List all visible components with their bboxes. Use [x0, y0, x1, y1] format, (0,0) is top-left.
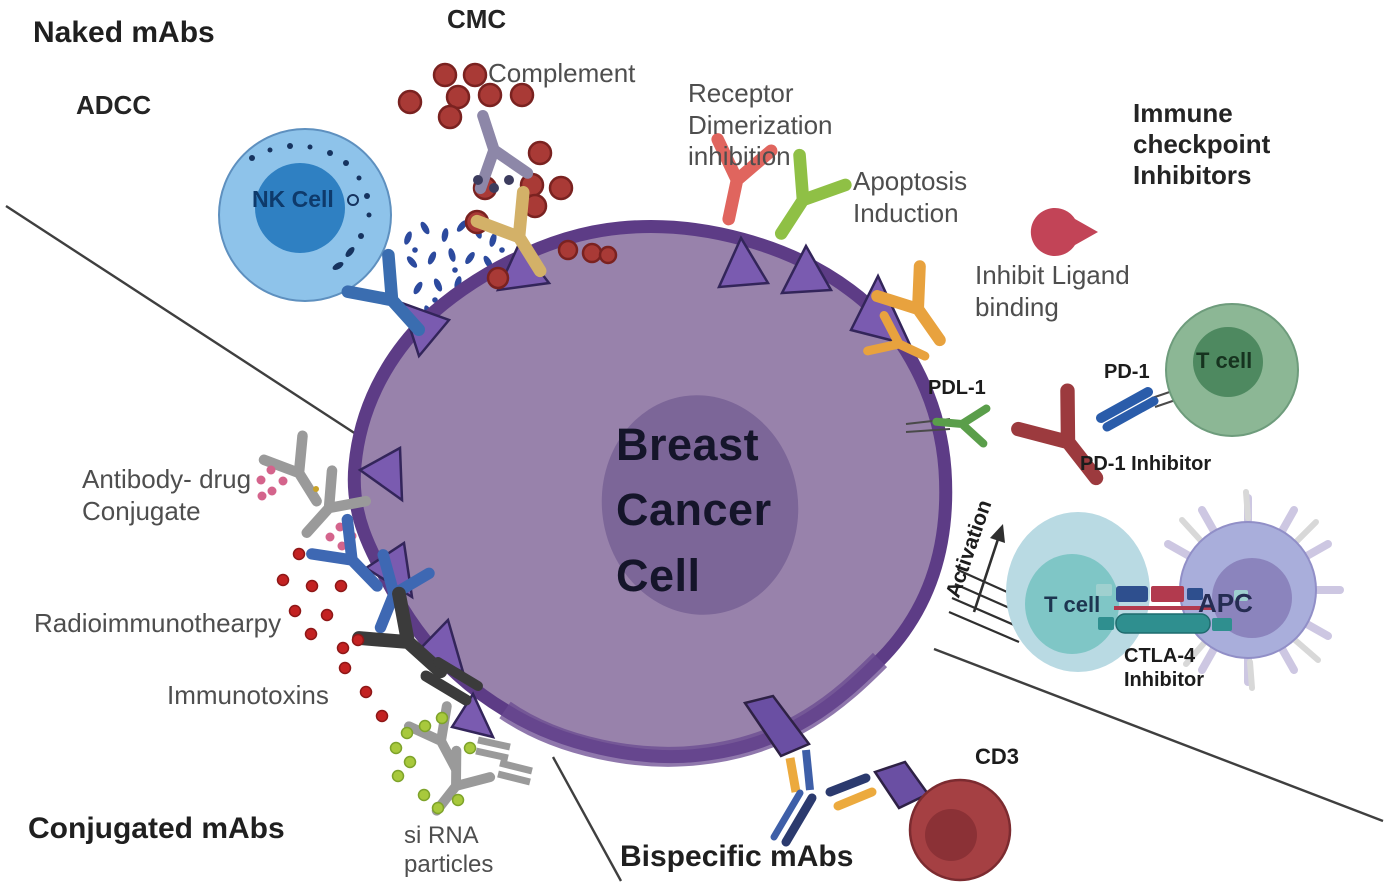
- spike-apoptosis: [779, 243, 834, 295]
- pd1-receptor-bar: [1096, 387, 1153, 423]
- divider-naked-conjugated: [5, 204, 360, 438]
- label-receptor-dimerization: Receptor Dimerization inhibition: [688, 78, 833, 172]
- label-apoptosis-induction: Apoptosis Induction: [853, 166, 968, 228]
- label-apc: APC: [1198, 588, 1253, 618]
- heading-cmc: CMC: [447, 4, 507, 34]
- label-inhibit-ligand: Inhibit Ligand binding: [975, 260, 1130, 322]
- region-divider-lines: [5, 204, 1384, 882]
- label-ctla4-inhibitor: CTLA-4 Inhibitor: [1124, 645, 1204, 691]
- heading-conjugated-mabs: Conjugated mAbs: [28, 812, 285, 845]
- cmc-complement-pods: [473, 175, 514, 193]
- pd1-complex: [1018, 382, 1200, 498]
- divider-conjugated-bispecific: [551, 756, 623, 882]
- pd1-inhibitor-antibody-icon: [1018, 391, 1120, 498]
- spike-adc: [357, 445, 404, 503]
- label-sirna-particles: si RNA particles: [404, 822, 494, 878]
- pd1-receptor-bar2: [1102, 396, 1159, 432]
- t-cell-checkpoint-shape: [1165, 303, 1299, 437]
- heading-adcc: ADCC: [76, 90, 152, 120]
- label-radioimmunotherapy: Radioimmunothearpy: [34, 608, 282, 638]
- bispecific-tumor-receptor: [742, 694, 811, 758]
- label-t-cell-activation: T cell: [1044, 592, 1101, 617]
- t-cell-activation-shape: [1006, 512, 1150, 672]
- sirna-fragment-bars: [475, 736, 533, 786]
- activation-arrowhead-icon: [990, 524, 1005, 543]
- label-t-cell-checkpoint: T cell: [1196, 348, 1253, 373]
- ctla4-inhibitor-bar: [1115, 613, 1211, 634]
- label-nk-cell: NK Cell: [252, 186, 334, 212]
- spike-sirna: [450, 691, 496, 739]
- label-breast-cancer-cell: Breast Cancer Cell: [616, 419, 772, 601]
- immunotoxins-group: [338, 594, 483, 723]
- heading-bispecific-mabs: Bispecific mAbs: [620, 840, 854, 873]
- nk-granule-speckles: [249, 143, 372, 270]
- label-complement: Complement: [488, 58, 636, 88]
- synapse-red-bar: [1151, 586, 1184, 602]
- synapse-blue-bar: [1116, 586, 1148, 602]
- nk-cell-shape: [218, 128, 392, 302]
- sirna-antibody2-icon: [420, 751, 490, 824]
- heading-immune-checkpoint: Immune checkpoint Inhibitors: [1133, 98, 1271, 191]
- spike-dimerization: [716, 235, 771, 289]
- ligand-pacman-icon: [1030, 208, 1098, 256]
- pdl1-receptor: [905, 404, 986, 443]
- cell-membrane-shading: [499, 652, 888, 767]
- cancer-cell-nucleus: [601, 395, 799, 615]
- label-pdl1: PDL-1: [928, 377, 986, 399]
- label-pd1-inhibitor: PD-1 Inhibitor: [1080, 453, 1212, 475]
- label-immunotoxins: Immunotoxins: [167, 680, 329, 710]
- label-cd3: CD3: [975, 744, 1020, 769]
- apc-dendrites-gray: [1179, 489, 1321, 691]
- nk-degranulation-ring: [347, 194, 359, 206]
- label-pd1: PD-1: [1104, 361, 1150, 383]
- ctla4-synapse-bars: [1096, 584, 1248, 634]
- breast-cancer-cell-shape: [347, 220, 953, 767]
- label-antibody-drug-conjugate: Antibody- drug Conjugate: [82, 464, 252, 526]
- sirna-particle-dots: [389, 711, 477, 815]
- cmc-antibody-icon: [459, 108, 527, 188]
- radio-isotope-dots: [276, 547, 350, 655]
- cd3-cell-nucleus: [925, 809, 977, 861]
- heading-naked-mabs: Naked mAbs: [33, 16, 215, 49]
- immunotoxin-toxin-dots: [338, 633, 389, 723]
- divider-bispecific-checkpoint: [933, 647, 1384, 823]
- bispecific-group: [742, 694, 1012, 882]
- sirna-group: [389, 706, 533, 824]
- radioimmunotherapy-group: [276, 520, 430, 655]
